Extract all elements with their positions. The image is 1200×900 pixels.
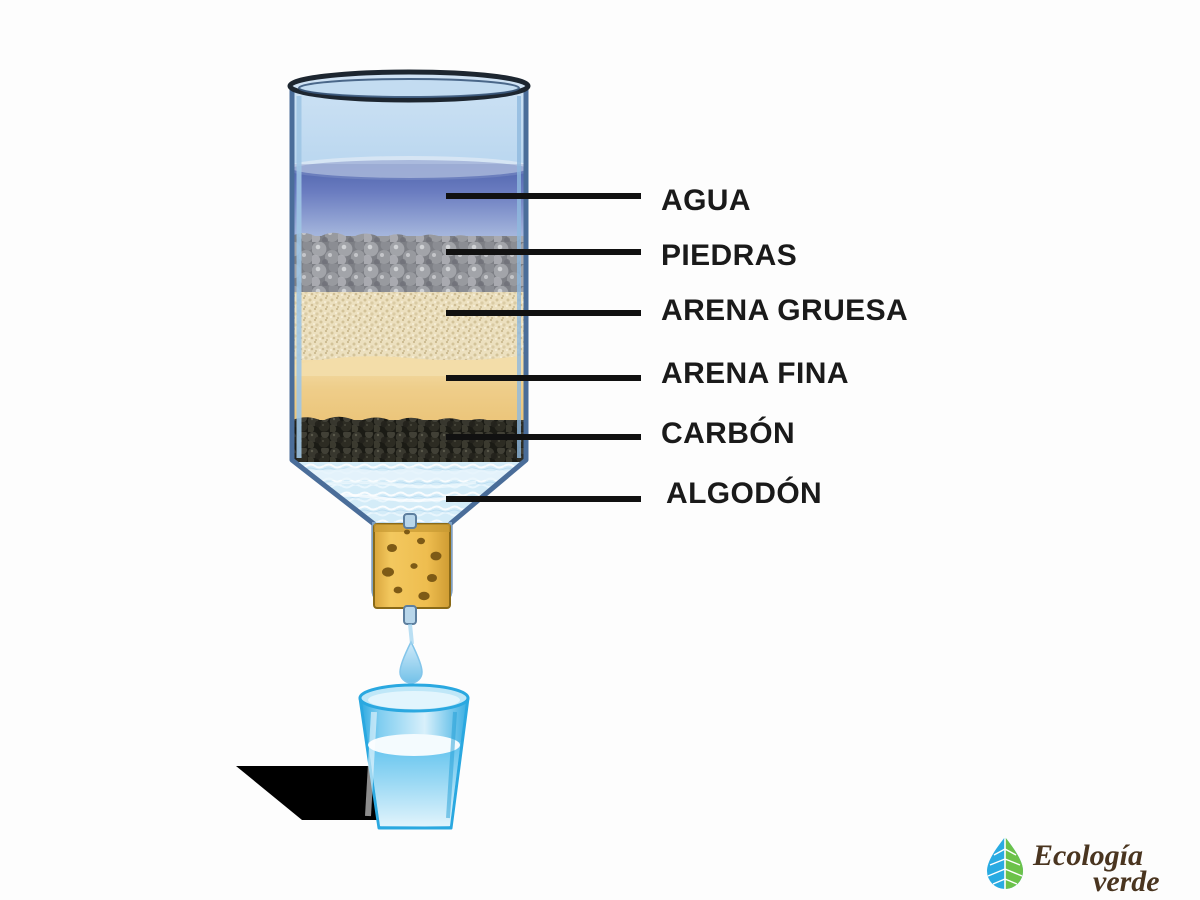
- callout-label-piedras: PIEDRAS: [661, 239, 798, 272]
- callout-label-arena-fina: ARENA FINA: [661, 357, 849, 390]
- callout-label-arena-gruesa: ARENA GRUESA: [661, 294, 909, 327]
- cork-tube-top: [403, 513, 417, 529]
- glass-highlight: [365, 711, 377, 817]
- bottle-rim-inner: [298, 78, 520, 98]
- leaf-droplet-icon: [987, 837, 1023, 889]
- layer-arena-gruesa: [292, 292, 526, 364]
- cork-holes: [382, 529, 442, 601]
- water-droplet: [399, 640, 423, 684]
- fine-sand-top-curve: [292, 354, 526, 376]
- callout-label-agua: AGUA: [661, 184, 751, 217]
- cork-tube-bottom: [403, 605, 417, 625]
- glass-water-surface: [368, 734, 460, 756]
- receiving-glass-group: [358, 683, 470, 830]
- logo-svg: Ecología verde: [987, 837, 1160, 897]
- logo-word-ecologia: Ecología: [1032, 839, 1143, 872]
- cork-plug-group: [373, 513, 451, 625]
- callout-lines: [446, 193, 641, 502]
- logo-word-verde: verde: [1093, 865, 1160, 897]
- callout-label-carbon: CARBÓN: [661, 417, 796, 450]
- callout-label-algodon: ALGODÓN: [666, 477, 823, 510]
- glass-highlight-right: [446, 711, 457, 819]
- glass-rim-inner: [368, 691, 460, 709]
- water-stream: [408, 623, 414, 645]
- ecologia-verde-logo[interactable]: Ecología verde: [985, 835, 1200, 897]
